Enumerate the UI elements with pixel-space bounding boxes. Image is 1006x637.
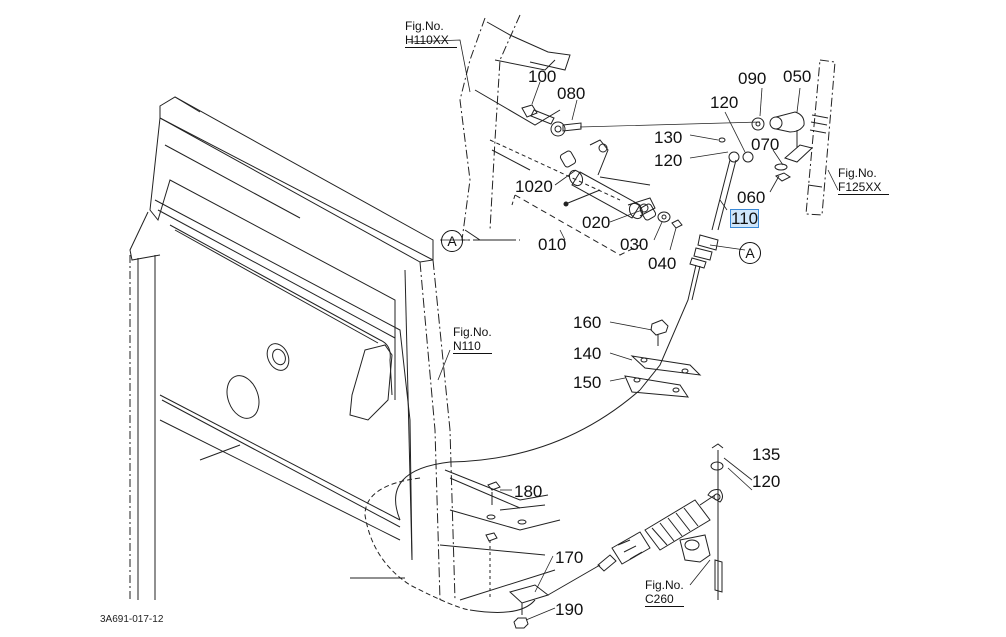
part-label-120[interactable]: 120 [752, 472, 781, 491]
part-label-060[interactable]: 060 [737, 188, 766, 207]
figure-ref-c260[interactable]: Fig.No. C260 [645, 578, 684, 607]
figure-ref-n110[interactable]: Fig.No. N110 [453, 325, 492, 354]
part-label-100[interactable]: 100 [528, 67, 557, 86]
part-label-140[interactable]: 140 [573, 344, 602, 363]
part-label-030[interactable]: 030 [620, 235, 649, 254]
pedal-shaft-assembly [559, 139, 683, 229]
part-label-135[interactable]: 135 [752, 445, 781, 464]
part-label-010[interactable]: 010 [538, 235, 567, 254]
throttle-cable-lower [547, 443, 724, 600]
part-label-070[interactable]: 070 [751, 135, 780, 154]
figure-ref-label: Fig.No. [838, 166, 877, 180]
part-label-130[interactable]: 130 [654, 128, 683, 147]
part-label-080[interactable]: 080 [557, 84, 586, 103]
part-label-020[interactable]: 020 [582, 213, 611, 232]
part-label-190[interactable]: 190 [555, 600, 584, 619]
connector-marker-a: A [441, 230, 463, 252]
part-label-1020[interactable]: 1020 [515, 177, 553, 196]
figure-ref-label: Fig.No. [645, 578, 684, 592]
right-linkage-parts [751, 59, 836, 216]
part-label-120[interactable]: 120 [654, 151, 683, 170]
part-label-120[interactable]: 120 [710, 93, 739, 112]
figure-ref-h110xx[interactable]: Fig.No. H110XX [405, 19, 457, 48]
part-label-050[interactable]: 050 [783, 67, 812, 86]
figure-ref-code: C260 [645, 592, 684, 607]
figure-ref-code: N110 [453, 339, 492, 354]
part-label-110-highlighted[interactable]: 110 [729, 209, 760, 228]
part-label-160[interactable]: 160 [573, 313, 602, 332]
diagram-code: 3A691-017-12 [100, 614, 164, 625]
cab-door-frame [129, 96, 456, 601]
upper-pedal-frame [459, 14, 641, 256]
part-label-180[interactable]: 180 [514, 482, 543, 501]
part-label-090[interactable]: 090 [738, 69, 767, 88]
figure-ref-label: Fig.No. [405, 19, 444, 33]
figure-ref-f125xx[interactable]: Fig.No. F125XX [838, 166, 890, 195]
connector-marker-a: A [739, 242, 761, 264]
figure-ref-code: F125XX [838, 180, 890, 195]
leader-lines [407, 39, 839, 621]
throttle-cable-upper [395, 137, 754, 521]
part-label-150[interactable]: 150 [573, 373, 602, 392]
figure-ref-code: H110XX [405, 33, 457, 48]
part-label-170[interactable]: 170 [555, 548, 584, 567]
figure-ref-label: Fig.No. [453, 325, 492, 339]
part-label-040[interactable]: 040 [648, 254, 677, 273]
